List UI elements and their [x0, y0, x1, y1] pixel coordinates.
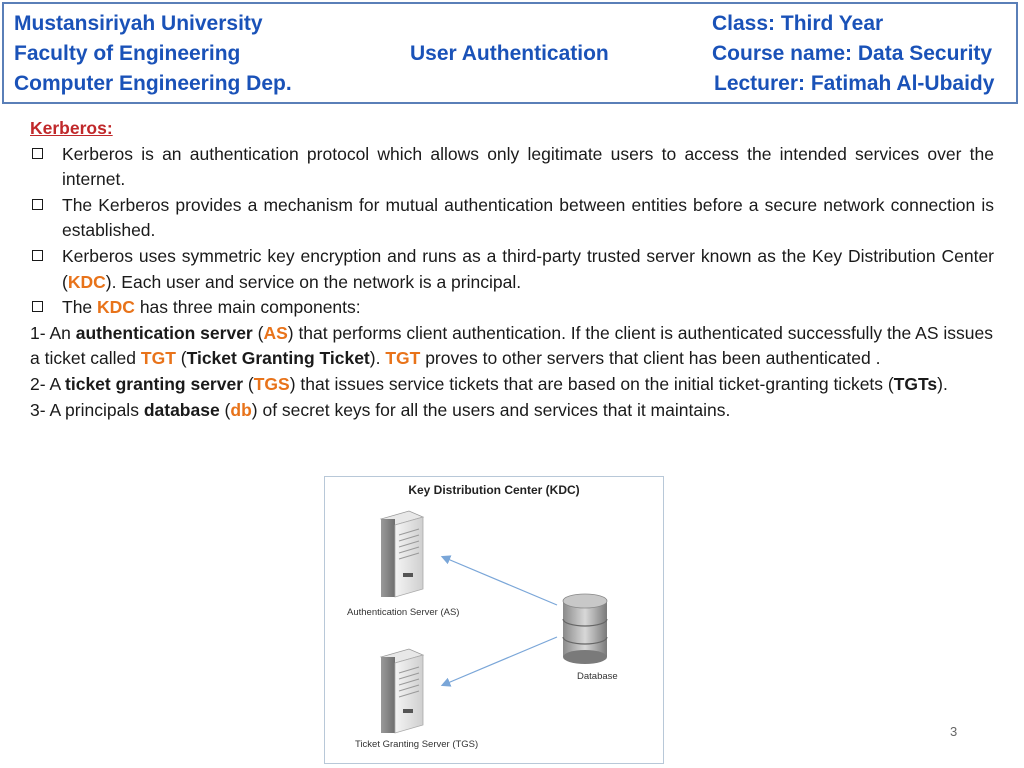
bold-term: TGTs — [893, 373, 938, 394]
as-label: Authentication Server (AS) — [347, 607, 460, 618]
text: 1- An — [30, 322, 76, 343]
text: ) that issues service tickets that are b… — [289, 373, 894, 394]
text: proves to other servers that client has … — [420, 348, 881, 369]
tgs-term: TGS — [253, 373, 290, 394]
ticket-granting-server-icon — [379, 648, 425, 734]
text: ). — [369, 348, 386, 369]
authentication-server-icon — [379, 510, 425, 598]
bold-term: database — [143, 399, 220, 420]
slide-content: Kerberos: Kerberos is an authentication … — [30, 116, 994, 423]
component-item-3: 3- A principals database (db) of secret … — [30, 398, 994, 424]
arrow-db-to-tgs — [440, 636, 558, 687]
text: ( — [252, 322, 264, 343]
component-item-1: 1- An authentication server (AS) that pe… — [30, 321, 994, 372]
university-name: Mustansiriyah University — [14, 12, 263, 35]
course-name: Course name: Data Security — [712, 42, 993, 65]
department-name: Computer Engineering Dep. — [14, 72, 292, 95]
page-number: 3 — [950, 724, 958, 739]
text: 2- A — [30, 373, 66, 394]
checkbox-bullet-icon — [32, 301, 43, 313]
header-box: Mustansiriyah University Faculty of Engi… — [2, 2, 1018, 104]
db-term: db — [230, 399, 252, 420]
lecturer-name: Lecturer: Fatimah Al-Ubaidy — [714, 72, 995, 95]
class-year: Class: Third Year — [712, 12, 884, 35]
kdc-term: KDC — [67, 271, 106, 292]
bold-term: Ticket Granting Ticket — [186, 348, 370, 369]
checkbox-bullet-icon — [32, 147, 43, 159]
text: ( — [175, 348, 187, 369]
text: ( — [243, 373, 254, 394]
text: ). — [937, 373, 948, 394]
diagram-title: Key Distribution Center (KDC) — [408, 483, 580, 497]
bullet-text: The — [62, 297, 98, 318]
checkbox-bullet-icon — [32, 249, 43, 261]
as-term: AS — [263, 322, 288, 343]
text: 3- A principals — [30, 399, 144, 420]
lecture-topic: User Authentication — [410, 42, 609, 65]
text: ) of secret keys for all the users and s… — [251, 399, 731, 420]
component-item-2: 2- A ticket granting server (TGS) that i… — [30, 372, 994, 398]
kdc-diagram: Key Distribution Center (KDC) — [324, 476, 664, 764]
bullet-item: The KDC has three main components: — [30, 295, 994, 321]
bullet-text: Kerberos is an authentication protocol w… — [62, 143, 994, 190]
bullet-item: Kerberos uses symmetric key encryption a… — [30, 244, 994, 295]
bullet-text: has three main components: — [134, 297, 361, 318]
kdc-diagram-svg — [379, 510, 608, 734]
bullet-text: Kerberos uses symmetric key encryption a… — [62, 245, 994, 292]
bold-term: authentication server — [75, 322, 253, 343]
kdc-term: KDC — [97, 297, 135, 318]
text: ( — [219, 399, 231, 420]
bullet-item: Kerberos is an authentication protocol w… — [30, 142, 994, 193]
tgt-term: TGT — [385, 348, 421, 369]
database-icon — [562, 593, 608, 664]
bold-term: ticket granting server — [65, 373, 244, 394]
tgt-term: TGT — [140, 348, 176, 369]
bullet-text: ). Each user and service on the network … — [105, 271, 522, 292]
text: ) that performs client authentication. I… — [30, 322, 993, 369]
database-label: Database — [577, 671, 618, 682]
section-title: Kerberos: — [30, 118, 113, 138]
faculty-name: Faculty of Engineering — [14, 42, 241, 65]
tgs-label: Ticket Granting Server (TGS) — [355, 739, 479, 750]
checkbox-bullet-icon — [32, 198, 43, 210]
arrow-db-to-as — [440, 555, 558, 606]
bullet-text: The Kerberos provides a mechanism for mu… — [62, 194, 994, 241]
bullet-item: The Kerberos provides a mechanism for mu… — [30, 193, 994, 244]
